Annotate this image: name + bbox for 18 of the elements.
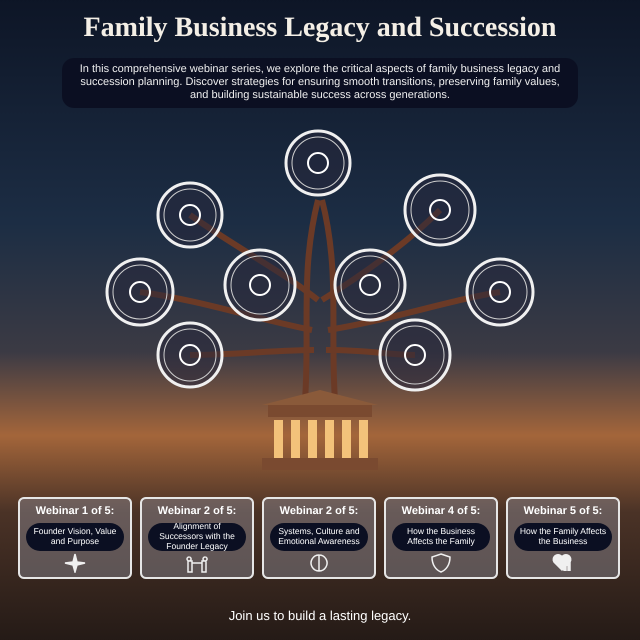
topic-pill: Founder Vision, Value and Purpose bbox=[26, 523, 124, 551]
caption: Join us to build a lasting legacy. bbox=[228, 608, 412, 623]
title: Family Business Legacy and Succession bbox=[82, 12, 558, 44]
card-heading: Webinar 2 of 5: bbox=[156, 505, 238, 517]
topic-pill: Systems, Culture and Emotional Awareness bbox=[270, 523, 368, 551]
webinar-card bbox=[506, 497, 620, 579]
card-heading: Webinar 4 of 5: bbox=[400, 505, 482, 517]
webinar-card bbox=[262, 497, 376, 579]
topic-pill: How the Business Affects the Family bbox=[392, 523, 490, 551]
description-box: In this comprehensive webinar series, we explore the critical aspects of family business legacy and succession planning. Discover strategies for ensuring smooth transitions, preserving family values, and building sustainable success across generations. bbox=[62, 58, 578, 108]
card-heading: Webinar 2 of 5: bbox=[278, 505, 360, 517]
webinar-card bbox=[384, 497, 498, 579]
webinar-card bbox=[140, 497, 254, 579]
webinar-card bbox=[18, 497, 132, 579]
card-heading: Webinar 1 of 5: bbox=[34, 505, 116, 517]
topic-pill: Alignment of Successors with the Founder Legacy bbox=[148, 523, 246, 551]
card-heading: Webinar 5 of 5: bbox=[522, 505, 604, 517]
topic-pill: How the Family Affects the Business bbox=[514, 523, 612, 551]
